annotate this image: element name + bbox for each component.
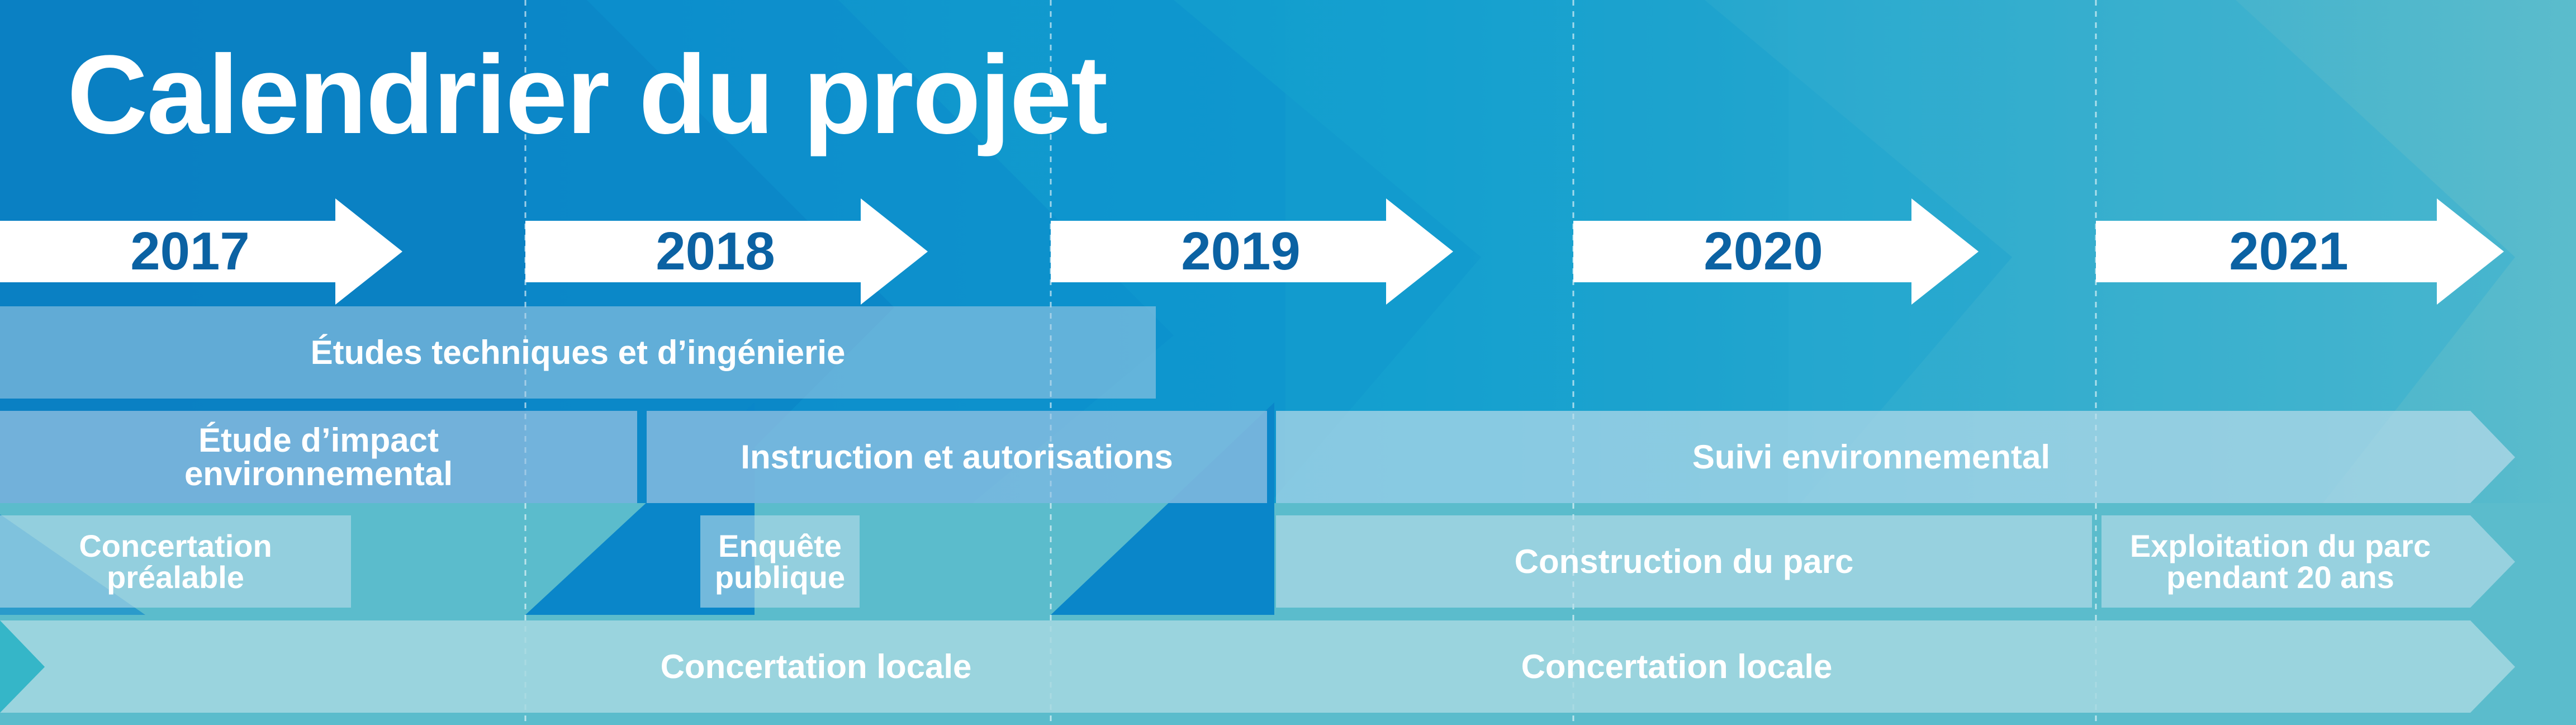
bar-instruction [647, 411, 1267, 503]
phase-etude-impact: Étude d’impact environnemental [184, 421, 453, 492]
bar-suivi [1276, 411, 2515, 503]
bar-concertation-prealable [0, 515, 351, 608]
year-label-2018: 2018 [656, 221, 775, 281]
year-label-2021: 2021 [2229, 221, 2349, 281]
phase-etudes-techniques: Études techniques et d’ingénierie [310, 333, 846, 371]
year-arrows [0, 198, 2504, 305]
bar-concertation-locale [0, 620, 2515, 713]
bar-construction [1276, 515, 2092, 608]
bar-enquete [700, 515, 860, 608]
phase-concertation-prealable: Concertation préalable [79, 528, 272, 595]
phase-concertation-locale-2: Concertation locale [1521, 647, 1833, 685]
arrow-2019 [1051, 198, 1453, 305]
arrow-2020 [1573, 198, 1979, 305]
phase-instruction: Instruction et autorisations [741, 438, 1173, 476]
bar-etude-impact [0, 411, 637, 503]
bar-etudes-techniques [0, 306, 1156, 399]
arrow-2018 [525, 198, 928, 305]
phase-exploitation: Exploitation du parc pendant 20 ans [2129, 528, 2431, 595]
bar-concertation-locale-tail [0, 620, 45, 713]
year-label-2020: 2020 [1704, 221, 1823, 281]
phase-enquete: Enquête publique [714, 528, 846, 595]
arrow-2017 [0, 198, 402, 305]
year-label-2017: 2017 [130, 221, 250, 281]
page-title: Calendrier du projet [67, 32, 1108, 157]
phase-suivi: Suivi environnemental [1692, 438, 2051, 476]
phase-concertation-locale-1: Concertation locale [660, 647, 972, 685]
arrow-2021 [2096, 198, 2504, 305]
phase-construction: Construction du parc [1514, 542, 1854, 580]
bar-exploitation [2101, 515, 2515, 608]
year-label-2019: 2019 [1181, 221, 1301, 281]
